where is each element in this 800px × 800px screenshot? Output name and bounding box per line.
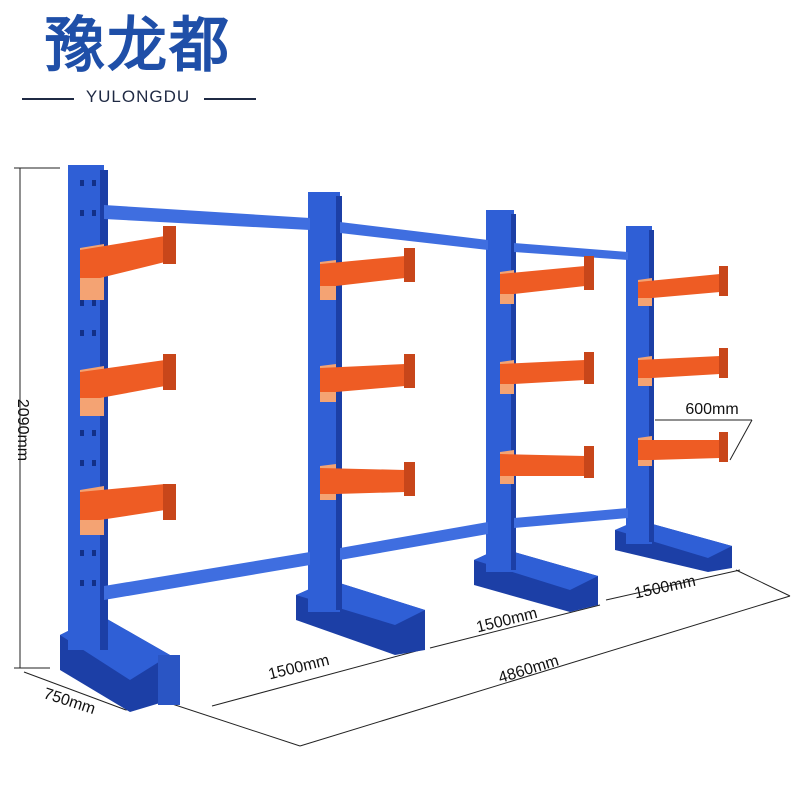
arm-1-1 (80, 226, 176, 300)
arm-2-3 (320, 462, 415, 500)
arms (80, 226, 728, 535)
depth-dim-line (23, 671, 127, 711)
depth-label: 750mm (41, 685, 97, 718)
arm-1-3 (80, 484, 176, 535)
arm-3-1 (500, 256, 594, 304)
total-length-label: 4860mm (496, 652, 561, 686)
arm-length-label: 600mm (685, 401, 738, 418)
bay1-label: 1500mm (267, 652, 332, 684)
arm-2-2 (320, 354, 415, 402)
total-dim-line (159, 699, 301, 747)
arm-4-2 (638, 348, 728, 386)
brand-name-en: YULONGDU (85, 87, 191, 106)
arm-1-2 (80, 354, 176, 416)
braces (104, 205, 628, 600)
brand-logo: 豫龙都 YULONGDU (18, 4, 258, 112)
dimension-lines (14, 167, 791, 747)
bay3-dim-line (605, 569, 741, 601)
bay2-label: 1500mm (475, 605, 540, 637)
bay2-dim-line (429, 604, 601, 649)
brand-divider-left (22, 98, 74, 100)
height-label: 2090mm (14, 399, 31, 461)
bay3-label: 1500mm (633, 573, 697, 603)
arm-2-1 (320, 248, 415, 300)
brand-name-cn: 豫龙都 (45, 11, 231, 81)
arm-3-3 (500, 446, 594, 484)
bay1-dim-line (211, 649, 421, 707)
arm-4-1 (638, 266, 728, 306)
arm-3-2 (500, 352, 594, 394)
brand-divider-right (204, 98, 256, 100)
arm-4-3 (638, 432, 728, 466)
